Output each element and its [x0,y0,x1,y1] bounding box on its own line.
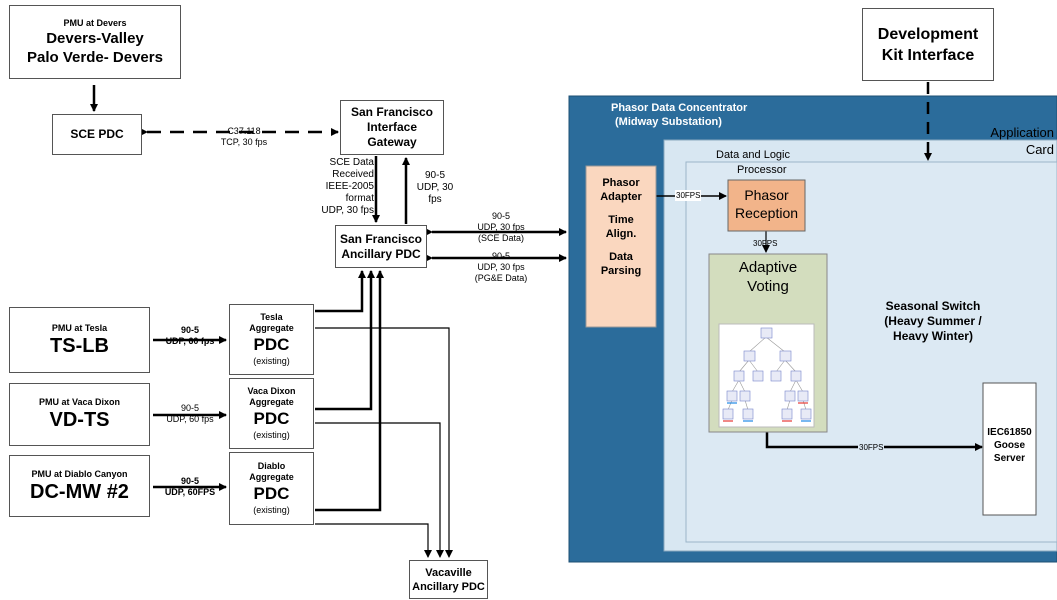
diablo-pdc-box: Diablo Aggregate PDC (existing) [229,452,314,525]
data-logic-title: Data and Logic [716,149,790,161]
sf-gateway-line2: Interface Gateway [366,120,418,149]
arrow-vaca-ancillary [315,270,375,411]
vacaville-line1: Vacaville [425,566,472,579]
arrow-diablo-vacaville [315,523,432,558]
goose-server-box [982,382,1037,516]
seasonal-switch-text: Seasonal Switch(Heavy Summer /Heavy Wint… [884,299,982,343]
tesla-pdc-box: Tesla Aggregate PDC (existing) [229,304,314,375]
processor-title: Processor [737,164,787,176]
arrow-vaca-vacaville [315,422,444,558]
sf-ancillary-box: San Francisco Ancillary PDC [335,225,427,268]
pmu-devers-line2: Palo Verde- Devers [27,48,163,66]
pmu-devers-box: PMU at Devers Devers-Valley Palo Verde- … [9,5,181,79]
pmu-tesla-box: PMU at Tesla TS-LB [9,307,150,373]
phasor-adapter-box [585,165,657,328]
pmu-vaca-name: VD-TS [49,409,110,431]
pmu-diablo-name: DC-MW #2 [30,480,129,503]
sf-gateway-box: San Francisco Interface Gateway [340,100,444,155]
dev-kit-line1: Development [877,25,979,43]
fps-voting-goose: 30FPS [858,442,885,453]
fps-adapter-reception: 30FPS [675,190,702,201]
sf-ancillary-line1: San Francisco [339,231,423,246]
vacaville-line2: Ancillary PDC [412,580,485,593]
pmu-devers-line1: Devers-Valley [46,29,144,47]
pmu-diablo-title: PMU at Diablo Canyon [31,468,128,479]
sce-pdc-box: SCE PDC [52,114,142,155]
vaca-pdc-box: Vaca Dixon Aggregate PDC (existing) [229,378,314,449]
dev-kit-line2: Kit Interface [881,46,975,64]
decision-tree-thumbnail [718,323,815,428]
pmu-vaca-title: PMU at Vaca Dixon [38,397,121,407]
pmu-tesla-title: PMU at Tesla [51,322,108,333]
sf-gateway-line1: San Francisco [350,105,434,119]
pmu-vaca-box: PMU at Vaca Dixon VD-TS [9,383,150,446]
vacaville-box: Vacaville Ancillary PDC [409,560,488,599]
pmu-diablo-box: PMU at Diablo Canyon DC-MW #2 [9,455,150,517]
sce-pdc-label: SCE PDC [70,127,124,141]
concentrator-title: Phasor Data Concentrator(Midway Substati… [611,102,748,128]
arrow-tesla-ancillary [315,270,366,313]
sf-ancillary-line2: Ancillary PDC [341,246,421,261]
phasor-reception-box [727,179,806,232]
pmu-tesla-name: TS-LB [50,334,109,357]
fps-reception-voting: 30FPS [753,239,778,248]
arrow-tesla-vacaville [315,327,453,558]
arrow-diablo-ancillary [315,270,384,512]
dev-kit-box: Development Kit Interface [862,8,994,81]
pmu-devers-title: PMU at Devers [63,17,127,28]
arrow-voting-goose [765,432,983,451]
